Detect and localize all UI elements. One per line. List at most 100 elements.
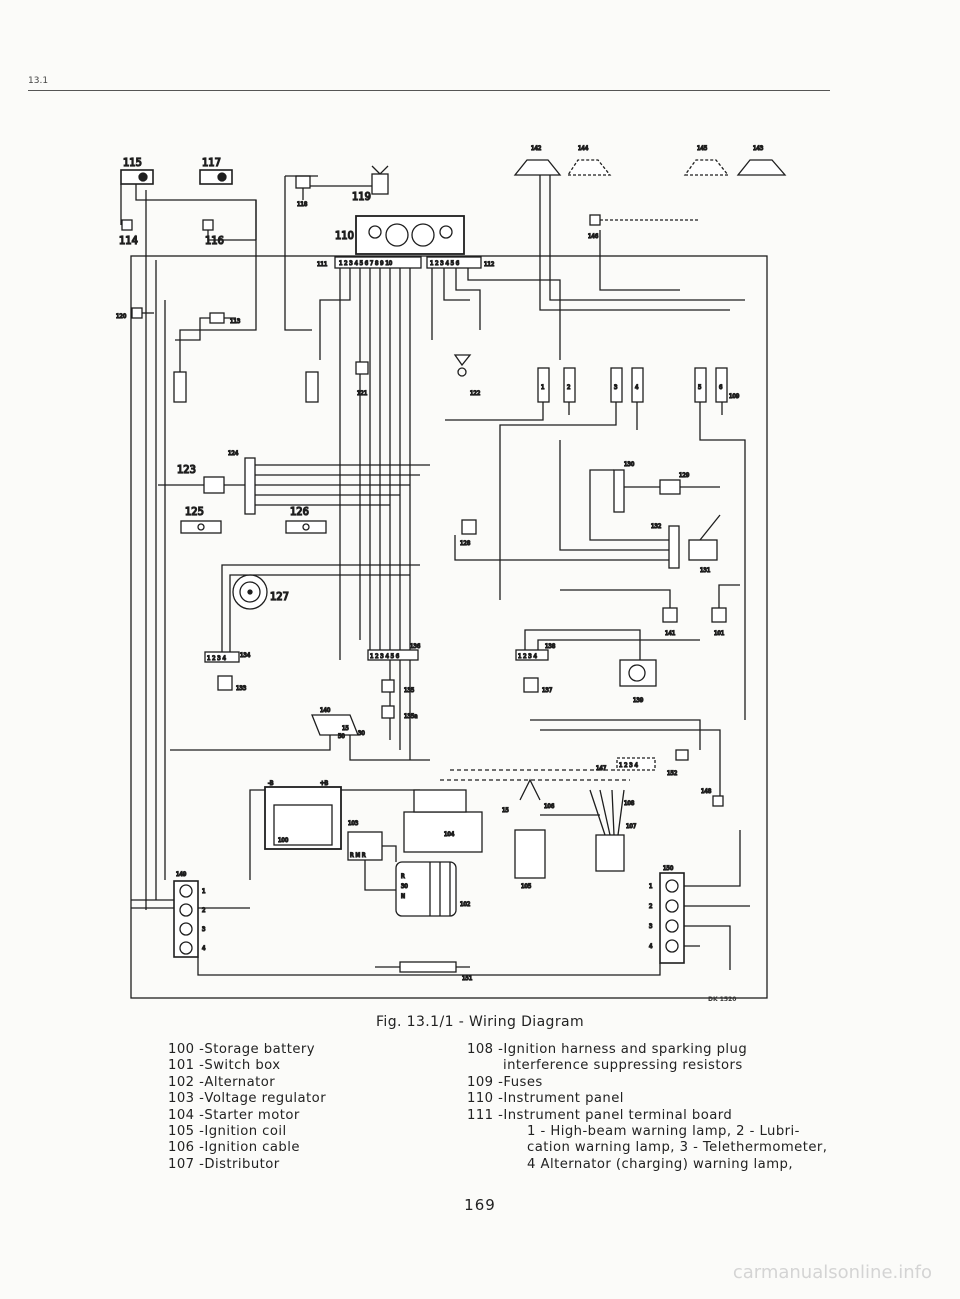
component-131: 131 — [688, 514, 721, 575]
legend-subitem: 4 Alternator (charging) warning lamp, — [527, 1156, 793, 1172]
svg-text:144: 144 — [578, 145, 589, 152]
svg-text:148: 148 — [701, 788, 712, 795]
component-121: 121 — [355, 361, 369, 398]
component-152: 152 — [666, 749, 689, 778]
svg-text:127: 127 — [270, 590, 289, 603]
component-126: 126 — [285, 504, 327, 534]
header-rule — [28, 90, 830, 91]
svg-text:101: 101 — [714, 630, 724, 637]
connector-134: 1 2 3 4 134 — [204, 651, 252, 663]
svg-text:118: 118 — [297, 201, 308, 208]
legend-subitem: 1 - High-beam warning lamp, 2 - Lubri- — [527, 1124, 800, 1140]
svg-text:149: 149 — [176, 871, 187, 878]
connector-124: 124 — [227, 449, 256, 515]
svg-text:102: 102 — [460, 901, 470, 908]
connector-132: 132 — [650, 522, 680, 569]
svg-text:137: 137 — [542, 687, 552, 694]
legend-right: 108 -Ignition harness and sparking plug … — [467, 1042, 827, 1173]
component-129: 129 — [624, 471, 720, 495]
svg-text:30: 30 — [401, 883, 408, 890]
svg-text:147: 147 — [596, 765, 606, 772]
svg-text:107: 107 — [626, 823, 636, 830]
svg-text:121: 121 — [357, 390, 367, 397]
svg-text:119: 119 — [352, 190, 371, 203]
svg-text:128: 128 — [460, 540, 471, 547]
connector-136: 1 2 3 4 5 6 136 — [367, 642, 422, 661]
svg-text:1 2 3 4 5 6: 1 2 3 4 5 6 — [370, 653, 400, 660]
component-139: 139 — [619, 659, 657, 705]
svg-text:111: 111 — [317, 261, 327, 268]
fuse-box-109: 1 2 3 4 5 6 109 — [537, 367, 741, 403]
svg-text:R M R: R M R — [350, 852, 366, 859]
alternator-102: R 30 N 102 — [395, 861, 471, 917]
component-116: 116 — [202, 219, 256, 248]
svg-text:4: 4 — [635, 384, 639, 391]
component-118: 118 — [284, 175, 318, 331]
battery-100: 100 -B +B — [264, 779, 342, 850]
component-135a: 135a — [381, 705, 418, 721]
svg-text:3: 3 — [649, 923, 652, 930]
svg-text:112: 112 — [484, 261, 494, 268]
legend-item: 104 -Starter motor — [168, 1107, 300, 1123]
figure-code: DK 1520 — [708, 996, 737, 1003]
svg-text:139: 139 — [633, 697, 644, 704]
svg-text:150: 150 — [663, 865, 674, 872]
switch-panel-150: 150 1 2 3 4 — [648, 864, 685, 964]
starter-motor-104: 104 — [403, 789, 483, 853]
component-113: 113 — [175, 312, 241, 341]
left-harness — [145, 190, 166, 910]
component-143: 143 — [736, 144, 787, 176]
svg-text:2: 2 — [649, 903, 652, 910]
component-119: 119 — [310, 165, 389, 204]
svg-text:120: 120 — [116, 313, 127, 320]
svg-text:1 2 3 4 5 6 7 8 9 10: 1 2 3 4 5 6 7 8 9 10 — [339, 260, 393, 267]
svg-text:R: R — [401, 873, 405, 880]
legend-item: 100 -Storage battery — [168, 1042, 316, 1057]
component-148: 148 — [700, 787, 724, 807]
svg-text:108: 108 — [624, 800, 635, 807]
wiring-diagram: 115 117 114 116 118 119 110 1 2 3 4 5 6 … — [115, 144, 787, 999]
svg-text:151: 151 — [462, 975, 472, 982]
terminal-board-112: 1 2 3 4 5 6 112 — [426, 256, 495, 269]
legend-item-continued: interference suppressing resistors — [503, 1058, 743, 1074]
svg-text:134: 134 — [240, 652, 251, 659]
svg-text:116: 116 — [205, 234, 224, 247]
legend-item: 101 -Switch box — [168, 1058, 281, 1074]
component-144: 144 — [566, 144, 612, 176]
svg-text:+B: +B — [320, 780, 329, 787]
legend-item: 111 -Instrument panel terminal board — [467, 1107, 733, 1123]
svg-text:130: 130 — [624, 461, 635, 468]
svg-text:125: 125 — [185, 505, 204, 518]
legend-item: 108 -Ignition harness and sparking plug — [467, 1042, 748, 1057]
svg-text:135: 135 — [404, 687, 414, 694]
svg-text:106: 106 — [544, 803, 555, 810]
legend-left: 100 -Storage battery 101 -Switch box 102… — [168, 1042, 326, 1173]
component-146: 146 — [587, 214, 700, 241]
svg-text:152: 152 — [667, 770, 677, 777]
svg-text:1: 1 — [649, 883, 652, 890]
svg-text:2: 2 — [567, 384, 570, 391]
svg-text:100: 100 — [278, 837, 289, 844]
svg-text:114: 114 — [119, 234, 138, 247]
distributor-107: 108 107 — [589, 789, 637, 872]
svg-text:1: 1 — [202, 888, 205, 895]
page-number: 169 — [464, 1196, 496, 1214]
connector-130: 130 — [613, 460, 636, 513]
instrument-panel-110: 110 — [334, 215, 465, 255]
terminal-board-111: 1 2 3 4 5 6 7 8 9 10 111 — [316, 256, 422, 269]
svg-text:145: 145 — [697, 145, 707, 152]
legend-item: 110 -Instrument panel — [467, 1091, 624, 1107]
legend-item: 103 -Voltage regulator — [168, 1091, 327, 1107]
svg-text:122: 122 — [470, 390, 480, 397]
svg-text:141: 141 — [665, 630, 675, 637]
svg-text:105: 105 — [521, 883, 531, 890]
svg-text:142: 142 — [531, 145, 541, 152]
regulator-103: 103 R M R — [347, 819, 383, 861]
legend-item: 107 -Distributor — [168, 1156, 280, 1172]
diagram-frame — [130, 255, 768, 999]
svg-text:109: 109 — [729, 393, 740, 400]
svg-text:50: 50 — [338, 733, 345, 740]
component-125: 125 — [180, 504, 222, 534]
svg-text:1 2 3 4: 1 2 3 4 — [619, 762, 638, 769]
component-128: 128 — [459, 519, 477, 548]
